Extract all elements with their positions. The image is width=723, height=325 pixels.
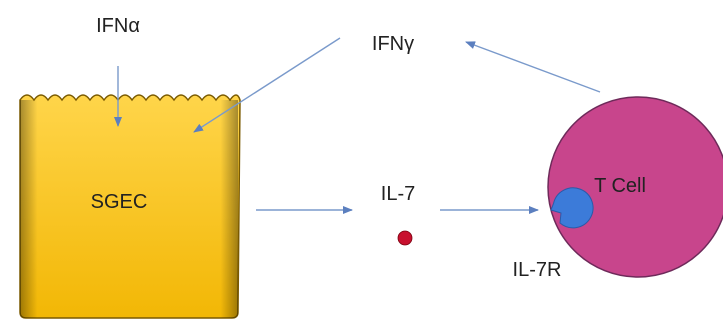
- il7-label: IL-7: [381, 183, 415, 205]
- sgec-cell-edge-shade: [20, 100, 238, 318]
- ifn-alpha-label: IFNα: [96, 15, 140, 37]
- t-cell-to-ifn-gamma-arrow: [465, 41, 601, 93]
- ifn-gamma-label: IFNγ: [372, 33, 414, 55]
- t-cell-label: T Cell: [594, 175, 646, 197]
- il7r-label: IL-7R: [513, 259, 562, 281]
- sgec-label: SGEC: [91, 191, 148, 213]
- sgec-cell: SGEC: [19, 94, 241, 319]
- ifn-gamma-to-sgec-arrow: [193, 37, 341, 133]
- t-cell: T Cell: [547, 96, 723, 278]
- il7-receptor: [550, 187, 594, 229]
- t-cell-body: [547, 96, 723, 278]
- il7-molecule: [397, 230, 413, 246]
